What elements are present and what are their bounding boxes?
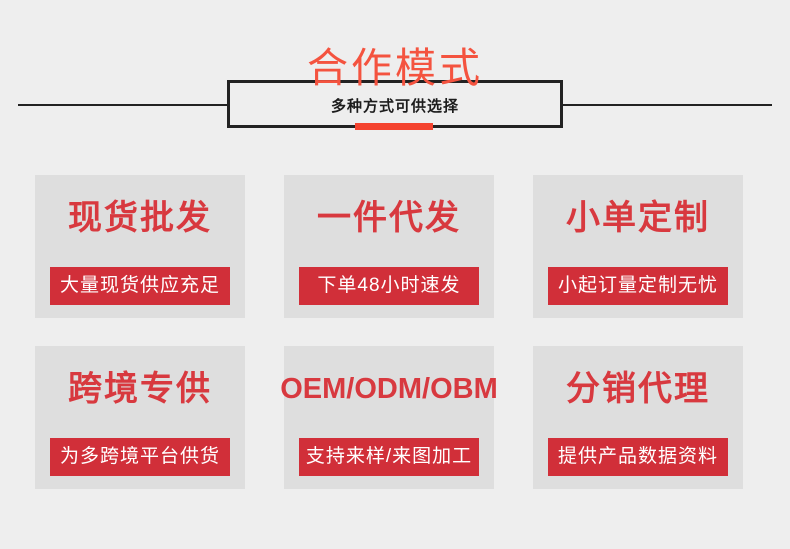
header-accent-bar	[355, 123, 433, 130]
mode-card-title: 现货批发	[68, 199, 212, 237]
mode-card-banner: 支持来样/来图加工	[299, 438, 479, 476]
mode-card-title: OEM/ODM/OBM	[280, 373, 498, 405]
mode-card-banner: 大量现货供应充足	[50, 267, 230, 305]
page-title: 合作模式	[307, 45, 483, 91]
mode-card-6[interactable]: 分销代理 提供产品数据资料	[533, 346, 743, 489]
mode-card-3[interactable]: 小单定制 小起订量定制无忧	[533, 175, 743, 318]
mode-card-4[interactable]: 跨境专供 为多跨境平台供货	[35, 346, 245, 489]
mode-card-title: 小单定制	[566, 199, 710, 237]
section-header: 合作模式 多种方式可供选择	[0, 0, 790, 150]
mode-card-title: 分销代理	[566, 370, 710, 408]
mode-card-title: 一件代发	[317, 199, 461, 237]
mode-card-banner: 小起订量定制无忧	[548, 267, 728, 305]
mode-card-banner: 提供产品数据资料	[548, 438, 728, 476]
page-subtitle: 多种方式可供选择	[330, 98, 459, 115]
cooperation-mode-grid: 现货批发 大量现货供应充足 一件代发 下单48小时速发 小单定制 小起订量定制无…	[35, 175, 755, 489]
mode-card-5[interactable]: OEM/ODM/OBM 支持来样/来图加工	[280, 346, 498, 489]
mode-card-banner: 为多跨境平台供货	[50, 438, 230, 476]
mode-card-2[interactable]: 一件代发 下单48小时速发	[284, 175, 494, 318]
mode-card-1[interactable]: 现货批发 大量现货供应充足	[35, 175, 245, 318]
mode-card-banner: 下单48小时速发	[299, 267, 479, 305]
mode-card-title: 跨境专供	[68, 370, 212, 408]
